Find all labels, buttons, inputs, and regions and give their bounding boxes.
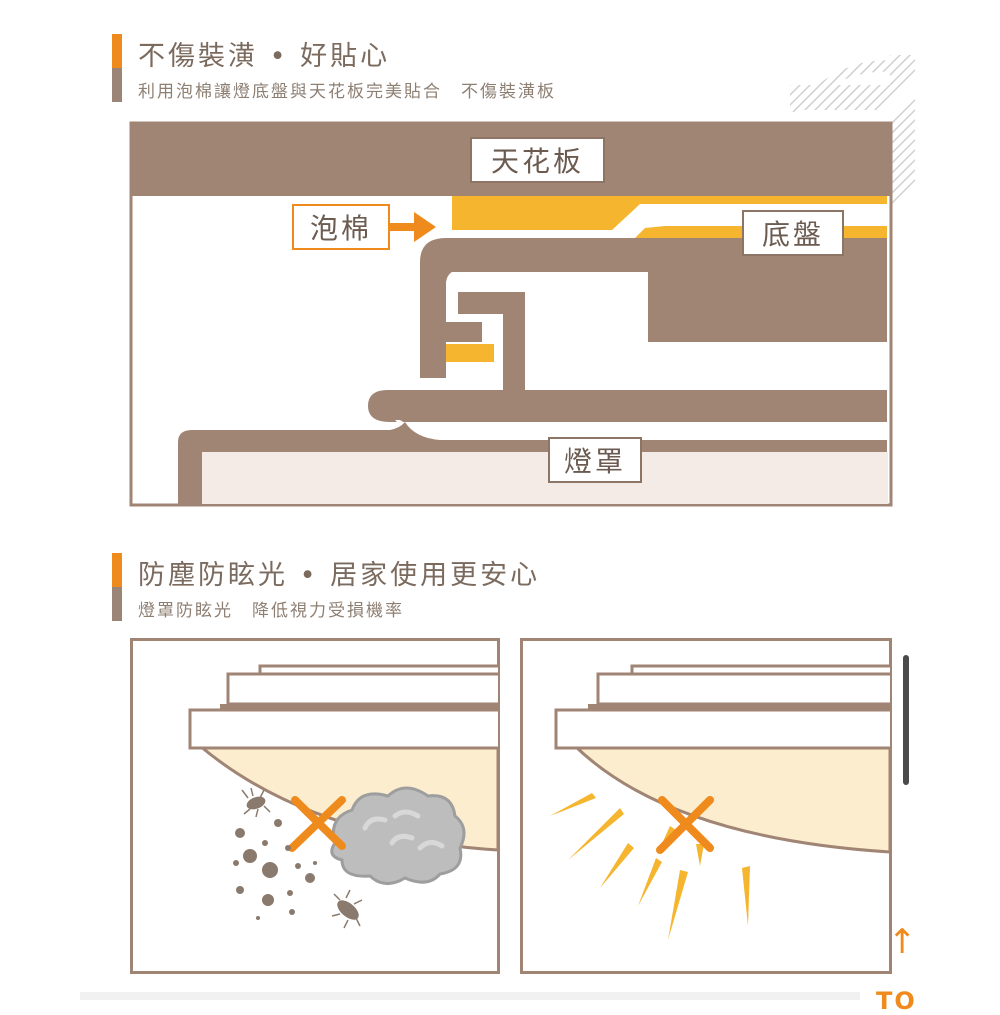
foam-inner [446, 344, 494, 362]
bug-icon [241, 787, 271, 818]
section2-title: 防塵防眩光 • 居家使用更安心 [138, 560, 541, 591]
bottom-strip [80, 992, 860, 1000]
foam-label: 泡棉 [292, 204, 390, 250]
section1-accent-bar [112, 34, 122, 68]
lamp-shade [202, 452, 888, 504]
back-to-top-label: TO [876, 987, 917, 1015]
section2-accent-bar [112, 553, 122, 587]
scrollbar-thumb[interactable] [903, 655, 909, 785]
section1-title: 不傷裝潢 • 好貼心 [138, 41, 391, 72]
ceiling-label: 天花板 [470, 137, 605, 183]
shade-rim [368, 390, 887, 422]
section2-header: 防塵防眩光 • 居家使用更安心 燈罩防眩光 降低視力受損機率 [112, 553, 812, 623]
base-hook [458, 292, 525, 392]
dust-panel [130, 638, 500, 974]
bug-icon [331, 889, 363, 929]
dust-cloud-icon [330, 786, 466, 885]
back-to-top-button[interactable]: ↑ TO [876, 922, 924, 1015]
section1-sub-bar [112, 68, 122, 102]
cross-icon [656, 796, 714, 854]
cross-icon [288, 796, 346, 852]
arrow-up-icon: ↑ [888, 922, 917, 962]
section1-header: 不傷裝潢 • 好貼心 利用泡棉讓燈底盤與天花板完美貼合 不傷裝潢板 [112, 34, 812, 104]
hatch-decoration [790, 55, 915, 206]
base-plate [448, 238, 887, 342]
section2-sub-bar [112, 587, 122, 621]
glare-ray-icon [550, 793, 750, 940]
lower-housing [178, 422, 887, 506]
section2-subtitle: 燈罩防眩光 降低視力受損機率 [138, 601, 404, 621]
shade-label: 燈罩 [548, 437, 642, 483]
base-label: 底盤 [742, 210, 844, 256]
foam-layer [452, 196, 887, 230]
section1-subtitle: 利用泡棉讓燈底盤與天花板完美貼合 不傷裝潢板 [138, 82, 556, 102]
arrow-right-icon [390, 212, 436, 242]
ceiling-mount-diagram [129, 121, 893, 507]
glare-panel [520, 638, 892, 974]
